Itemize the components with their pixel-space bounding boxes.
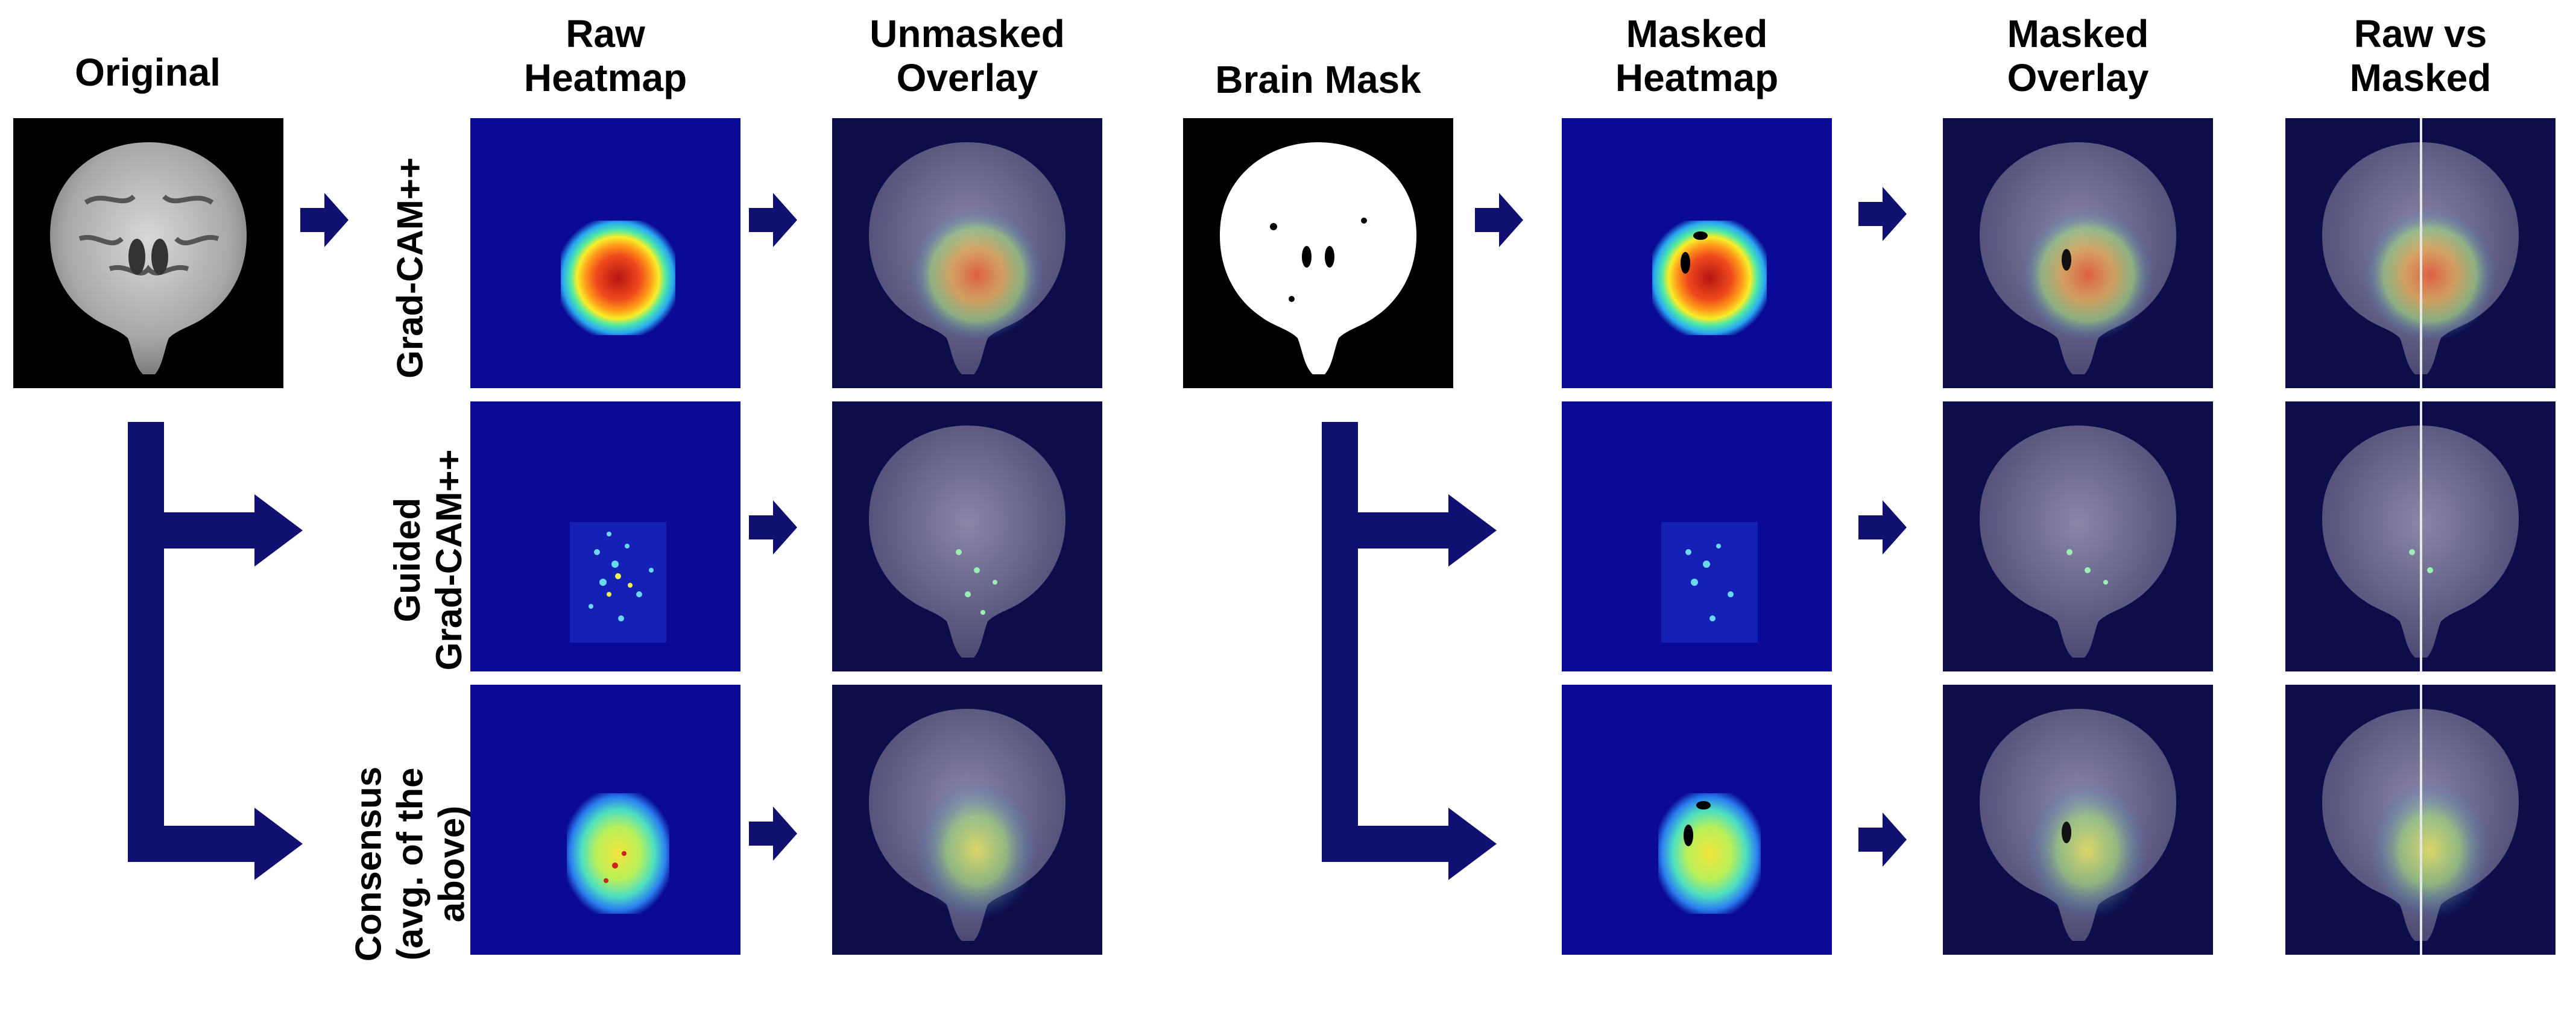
right-arrow-icon <box>300 193 349 247</box>
branch-arrow-icon <box>128 422 303 880</box>
right-arrow-icon <box>749 193 797 247</box>
header-masked-overlay-line1: Masked <box>2007 12 2149 55</box>
header-unmasked-overlay-line1: Unmasked <box>870 12 1065 55</box>
header-masked-heatmap-line2: Heatmap <box>1615 55 1779 99</box>
raw-vs-masked-guided <box>2285 401 2555 671</box>
unmasked-overlay-guided <box>832 401 1102 671</box>
row-label-guided-line1: Guided <box>387 497 428 623</box>
right-arrow-icon <box>1858 813 1907 867</box>
right-arrow-icon <box>1475 193 1523 247</box>
row-label-consensus-line3: above) <box>431 805 472 923</box>
raw-heatmap-gradcam <box>470 118 740 388</box>
masked-heatmap-consensus <box>1562 685 1832 955</box>
raw-vs-masked-consensus <box>2285 685 2555 955</box>
header-raw-vs-masked: Raw vs Masked <box>2285 12 2555 100</box>
header-brain-mask: Brain Mask <box>1215 58 1421 101</box>
row-label-gradcam: Grad-CAM++ <box>390 142 431 395</box>
header-raw-vs-masked-line1: Raw vs <box>2353 12 2487 55</box>
branch-arrow-icon <box>1322 422 1497 880</box>
right-arrow-icon <box>1858 187 1907 241</box>
original-mri-image <box>13 118 283 388</box>
row-label-guided: Guided Grad-CAM++ <box>387 433 470 687</box>
header-raw-heatmap-line1: Raw <box>566 12 645 55</box>
unmasked-overlay-gradcam <box>832 118 1102 388</box>
header-masked-heatmap-line1: Masked <box>1626 12 1768 55</box>
row-label-consensus-line2: (avg. of the <box>390 767 431 961</box>
brain-mask-image <box>1183 118 1453 388</box>
masked-overlay-gradcam <box>1943 118 2213 388</box>
raw-vs-masked-gradcam <box>2285 118 2555 388</box>
header-masked-heatmap: Masked Heatmap <box>1562 12 1832 100</box>
header-raw-heatmap-line2: Heatmap <box>523 55 687 99</box>
raw-heatmap-consensus <box>470 685 740 955</box>
row-label-consensus-line1: Consensus <box>348 766 389 962</box>
masked-overlay-consensus <box>1943 685 2213 955</box>
row-label-consensus: Consensus (avg. of the above) <box>348 720 473 1009</box>
row-label-gradcam-line1: Grad-CAM++ <box>390 157 431 379</box>
header-raw-vs-masked-line2: Masked <box>2349 55 2492 99</box>
header-masked-overlay-line2: Overlay <box>2007 55 2149 99</box>
header-masked-overlay: Masked Overlay <box>1943 12 2213 100</box>
right-arrow-icon <box>1858 500 1907 555</box>
right-arrow-icon <box>749 806 797 861</box>
header-unmasked-overlay: Unmasked Overlay <box>832 12 1102 100</box>
masked-heatmap-guided <box>1562 401 1832 671</box>
header-original: Original <box>75 51 221 94</box>
header-unmasked-overlay-line2: Overlay <box>896 55 1038 99</box>
header-raw-heatmap: Raw Heatmap <box>470 12 740 100</box>
unmasked-overlay-consensus <box>832 685 1102 955</box>
right-arrow-icon <box>749 500 797 555</box>
row-label-guided-line2: Grad-CAM++ <box>429 449 469 671</box>
raw-heatmap-guided <box>470 401 740 671</box>
masked-overlay-guided <box>1943 401 2213 671</box>
masked-heatmap-gradcam <box>1562 118 1832 388</box>
